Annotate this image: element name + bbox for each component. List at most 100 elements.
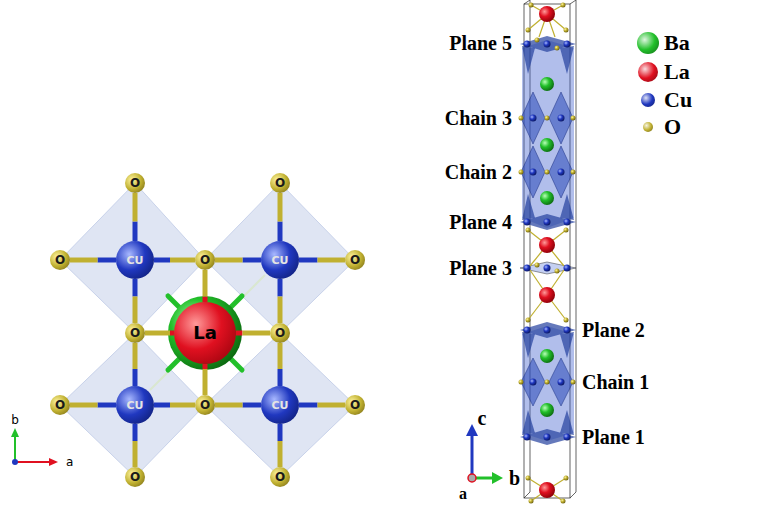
bond-segment — [154, 258, 170, 263]
bond-segment — [278, 369, 283, 386]
bond — [135, 343, 136, 386]
bond — [205, 270, 206, 302]
atom-label: O — [275, 471, 285, 483]
axis-label: c — [478, 408, 487, 428]
atom-label: La — [193, 324, 217, 342]
axis-label: a — [459, 486, 467, 502]
oxygen-atom: O — [195, 250, 215, 270]
layer-label: Plane 3 — [449, 258, 512, 278]
legend-swatch — [641, 93, 655, 107]
bond-segment — [243, 258, 262, 263]
legend-text: La — [664, 61, 690, 83]
copper-atom: CU — [261, 241, 299, 279]
layer-label: Plane 5 — [449, 33, 512, 53]
bond — [154, 405, 195, 406]
bond-segment — [278, 297, 283, 324]
bond-segment — [278, 441, 283, 467]
oxygen-atom: O — [345, 395, 365, 415]
atom-label: O — [200, 399, 210, 411]
bond-segment — [133, 279, 138, 297]
lanthanum-atom: La — [174, 302, 236, 364]
oxygen-atom: O — [270, 323, 290, 343]
bond-segment — [133, 222, 138, 242]
bond-segment — [133, 297, 138, 324]
oxygen-atom: O — [195, 395, 215, 415]
bond-segment — [243, 403, 262, 408]
layer-label: Plane 2 — [582, 320, 645, 340]
atom-label: O — [275, 177, 285, 189]
bond — [70, 405, 116, 406]
legend-swatch — [638, 62, 658, 82]
layer-label: Chain 3 — [445, 108, 512, 128]
bond-segment — [133, 343, 138, 369]
atom-label: O — [200, 254, 210, 266]
atom-label: O — [275, 327, 285, 339]
bond-segment — [170, 403, 195, 408]
atom-label: O — [130, 327, 140, 339]
legend-swatch — [643, 122, 653, 132]
copper-atom: CU — [261, 386, 299, 424]
bond-segment — [170, 258, 195, 263]
bond-segment — [318, 258, 346, 263]
layer-label: Chain 2 — [445, 162, 512, 182]
layer-label: Plane 4 — [449, 212, 512, 232]
oxygen-atom: O — [50, 395, 70, 415]
bond — [215, 405, 261, 406]
oxygen-atom: O — [125, 323, 145, 343]
bond-segment — [133, 193, 138, 222]
atom-label: O — [350, 399, 360, 411]
bond-segment — [133, 424, 138, 441]
atom-label: O — [55, 254, 65, 266]
oxygen-atom: O — [270, 467, 290, 487]
legend-text: Ba — [664, 32, 690, 54]
copper-atom: CU — [116, 241, 154, 279]
oxygen-atom: O — [270, 173, 290, 193]
bond-segment — [278, 222, 283, 242]
bond — [154, 260, 195, 261]
bond — [215, 260, 261, 261]
oxygen-atom: O — [345, 250, 365, 270]
layer-label: Chain 1 — [582, 372, 649, 392]
atom-label: O — [130, 471, 140, 483]
legend-swatch — [637, 32, 659, 54]
bond-segment — [243, 331, 271, 336]
bond-segment — [133, 441, 138, 467]
copper-atom: CU — [116, 386, 154, 424]
bond-segment — [318, 403, 346, 408]
bond — [135, 279, 136, 323]
bond-segment — [278, 424, 283, 441]
oxygen-atom: O — [125, 467, 145, 487]
bond-segment — [154, 403, 170, 408]
bond-segment — [145, 331, 170, 336]
bond-segment — [203, 270, 208, 297]
bond-segment — [278, 193, 283, 222]
layer-label: Plane 1 — [582, 427, 645, 447]
bond — [280, 424, 281, 467]
bond — [299, 260, 345, 261]
bond-segment — [98, 403, 117, 408]
oxygen-atom: O — [50, 250, 70, 270]
bond-segment — [299, 403, 318, 408]
atom-label: O — [350, 254, 360, 266]
bond — [280, 279, 281, 323]
bond-segment — [203, 364, 208, 369]
bond — [135, 424, 136, 467]
axis-label: b — [11, 414, 19, 426]
bond — [145, 333, 174, 334]
atom-label: O — [130, 177, 140, 189]
bond — [236, 333, 270, 334]
bond — [280, 343, 281, 386]
bond-segment — [215, 403, 243, 408]
atom-label: CU — [126, 255, 143, 266]
bond-segment — [203, 369, 208, 395]
bond-segment — [236, 331, 243, 336]
bond-segment — [278, 343, 283, 369]
bond — [205, 364, 206, 395]
legend-text: Cu — [664, 89, 692, 111]
oxygen-atom: O — [125, 173, 145, 193]
bond-segment — [98, 258, 117, 263]
bond-segment — [70, 258, 98, 263]
bond-segment — [278, 279, 283, 297]
bond-segment — [215, 258, 243, 263]
bond-segment — [133, 369, 138, 386]
